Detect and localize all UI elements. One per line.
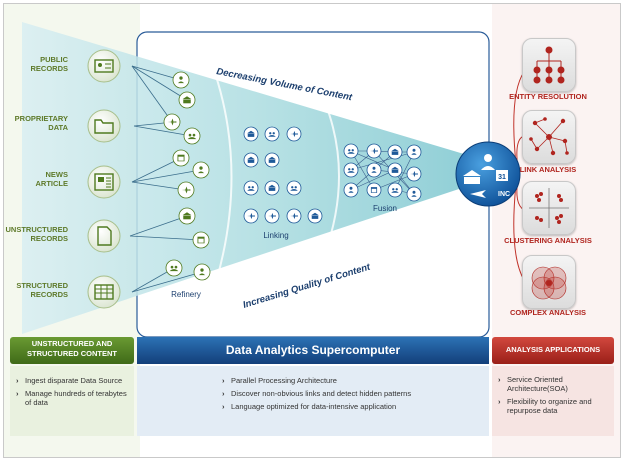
- source-label-public-records: PUBLIC RECORDS: [30, 55, 68, 73]
- right-bullet-2: Flexibility to organize and repurpose da…: [498, 397, 612, 415]
- venn-icon: [522, 255, 576, 309]
- plane-icon: [286, 208, 302, 224]
- hub-plane-icon: [470, 190, 486, 198]
- plane-icon: [177, 181, 195, 199]
- person-icon: [343, 182, 359, 198]
- group-icon: [264, 126, 280, 142]
- left-bullet-1: Ingest disparate Data Source: [16, 376, 134, 385]
- building-icon: [387, 162, 403, 178]
- center-bullets: Parallel Processing Architecture Discove…: [222, 376, 482, 415]
- building-icon: [264, 180, 280, 196]
- spreadsheet-icon: [87, 275, 121, 309]
- org-chart-icon: [522, 38, 576, 92]
- building-icon: [243, 152, 259, 168]
- app-label-link-analysis: LINK ANALYSIS: [519, 165, 577, 174]
- group-icon: [387, 182, 403, 198]
- center-bullet-1: Parallel Processing Architecture: [222, 376, 482, 385]
- building-icon: [307, 208, 323, 224]
- left-bullets: Ingest disparate Data Source Manage hund…: [16, 376, 134, 411]
- group-icon: [243, 180, 259, 196]
- app-label-entity-resolution: ENTITY RESOLUTION: [509, 92, 587, 101]
- building-icon: [178, 207, 196, 225]
- building-icon: [243, 126, 259, 142]
- plane-icon: [366, 143, 382, 159]
- calendar-icon: [366, 182, 382, 198]
- right-bullets: Service Oriented Architecture(SOA) Flexi…: [498, 375, 612, 419]
- building-icon: [264, 152, 280, 168]
- hub-building-icon: [463, 170, 481, 184]
- left-band-label: UNSTRUCTURED AND STRUCTURED CONTENT: [27, 339, 117, 358]
- source-label-news-article: NEWS ARTICLE: [35, 170, 69, 188]
- funnel-arc-2: [323, 99, 340, 257]
- fusion-label: Fusion: [373, 204, 397, 213]
- right-band-label: ANALYSIS APPLICATIONS: [505, 345, 601, 354]
- center-bullet-2: Discover non-obvious links and detect hi…: [222, 389, 482, 398]
- funnel-arc-1: [208, 55, 233, 305]
- left-bullet-2: Manage hundreds of terabytes of data: [16, 389, 134, 407]
- hub-calendar-icon: [496, 170, 508, 181]
- plane-icon: [243, 208, 259, 224]
- plane-icon: [264, 208, 280, 224]
- person-icon: [172, 71, 190, 89]
- person-icon: [406, 144, 422, 160]
- left-band: [10, 337, 134, 364]
- building-icon: [178, 91, 196, 109]
- folder-icon: [87, 109, 121, 143]
- hub-inc-label: INC: [498, 191, 510, 198]
- building-icon: [387, 144, 403, 160]
- refinery-label: Refinery: [171, 290, 201, 299]
- source-label-unstructured-records: UNSTRUCTURED RECORDS: [5, 225, 69, 243]
- calendar-icon: [172, 149, 190, 167]
- person-icon: [366, 162, 382, 178]
- diagram-frame: 31 INC Decreasing Volume of Content Incr…: [3, 3, 621, 458]
- plane-icon: [286, 126, 302, 142]
- person-icon: [406, 186, 422, 202]
- group-icon: [183, 127, 201, 145]
- id-card-icon: [87, 49, 121, 83]
- network-icon: [522, 110, 576, 164]
- center-band-label: Data Analytics Supercomputer: [225, 343, 401, 357]
- group-icon: [343, 162, 359, 178]
- funnel-cone: [22, 22, 474, 334]
- linking-label: Linking: [263, 231, 288, 240]
- document-icon: [87, 219, 121, 253]
- source-label-structured-records: STRUCTURED RECORDS: [16, 281, 68, 299]
- person-icon: [193, 263, 211, 281]
- app-label-clustering-analysis: CLUSTERING ANALYSIS: [504, 236, 592, 245]
- center-band: [137, 337, 489, 364]
- group-icon: [343, 143, 359, 159]
- app-label-complex-analysis: COMPLEX ANALYSIS: [509, 308, 587, 317]
- fusion-icons: [343, 143, 422, 202]
- calendar-icon: [192, 231, 210, 249]
- right-band: [492, 337, 614, 364]
- refinery-icons: [163, 71, 211, 281]
- hub-person-icon: [481, 154, 495, 170]
- right-bullet-1: Service Oriented Architecture(SOA): [498, 375, 612, 393]
- scatter-icon: [522, 181, 576, 235]
- source-icons: [87, 49, 121, 309]
- newspaper-icon: [87, 165, 121, 199]
- person-icon: [192, 161, 210, 179]
- group-icon: [286, 180, 302, 196]
- plane-icon: [406, 166, 422, 182]
- group-icon: [165, 259, 183, 277]
- source-label-proprietary-data: PROPRIETARY DATA: [14, 114, 68, 132]
- hub-circle: [455, 141, 521, 207]
- plane-icon: [163, 113, 181, 131]
- center-bullet-3: Language optimized for data-intensive ap…: [222, 402, 482, 411]
- hub-calendar-label: 31: [498, 174, 506, 181]
- linking-icons: [243, 126, 323, 224]
